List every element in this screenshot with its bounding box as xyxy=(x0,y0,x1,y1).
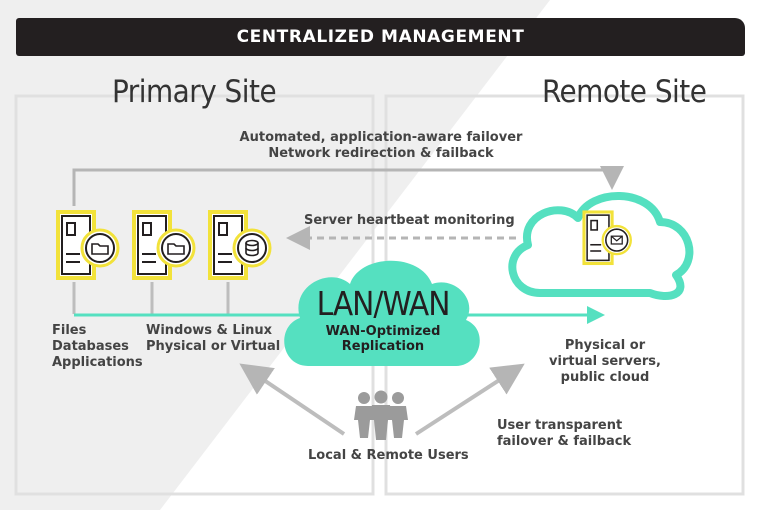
network-line-2: Replication xyxy=(341,339,425,354)
server-icon-files xyxy=(56,210,120,280)
failover-label: Automated, application-aware failover Ne… xyxy=(236,130,526,162)
remote-label-2: virtual servers, xyxy=(549,354,661,369)
local-user-arrow xyxy=(239,363,346,436)
platform-label-os: Windows & Linux xyxy=(146,323,273,338)
remote-label-1: Physical or xyxy=(564,338,646,353)
remote-label-3: public cloud xyxy=(560,370,650,385)
users-label: Local & Remote Users xyxy=(308,448,469,463)
transparent-labels: User transparent failover & failback xyxy=(497,418,631,450)
transparent-line-2: failover & failback xyxy=(497,434,632,449)
header-title: CENTRALIZED MANAGEMENT xyxy=(236,27,525,47)
heartbeat-label: Server heartbeat monitoring xyxy=(304,213,515,228)
users-icon xyxy=(354,390,408,440)
server-icon-database xyxy=(208,210,272,280)
platform-labels: Windows & Linux Physical or Virtual xyxy=(146,323,280,355)
background-shade xyxy=(0,0,550,510)
header-bar: CENTRALIZED MANAGEMENT xyxy=(16,18,745,56)
network-line-1: WAN-Optimized xyxy=(325,324,441,339)
primary-label-applications: Applications xyxy=(52,355,143,370)
remote-server-icon xyxy=(582,210,632,266)
primary-site-title: Primary Site xyxy=(112,74,277,110)
primary-data-labels: Files Databases Applications xyxy=(52,323,143,371)
failover-line-1: Automated, application-aware failover xyxy=(239,130,523,145)
platform-label-type: Physical or Virtual xyxy=(146,339,281,354)
network-title: LAN/WAN xyxy=(316,284,451,323)
primary-label-files: Files xyxy=(52,323,87,338)
server-icon-windows xyxy=(132,210,196,280)
remote-site-title: Remote Site xyxy=(542,74,707,110)
network-subtitle: WAN-Optimized Replication xyxy=(290,324,476,354)
failover-line-2: Network redirection & failback xyxy=(268,146,494,161)
remote-labels: Physical or virtual servers, public clou… xyxy=(540,338,670,386)
transparent-line-1: User transparent xyxy=(497,418,623,433)
failover-arrow xyxy=(72,166,624,206)
lan-wan-cloud xyxy=(284,260,480,366)
primary-label-databases: Databases xyxy=(52,339,129,354)
remote-user-arrow xyxy=(414,363,525,436)
